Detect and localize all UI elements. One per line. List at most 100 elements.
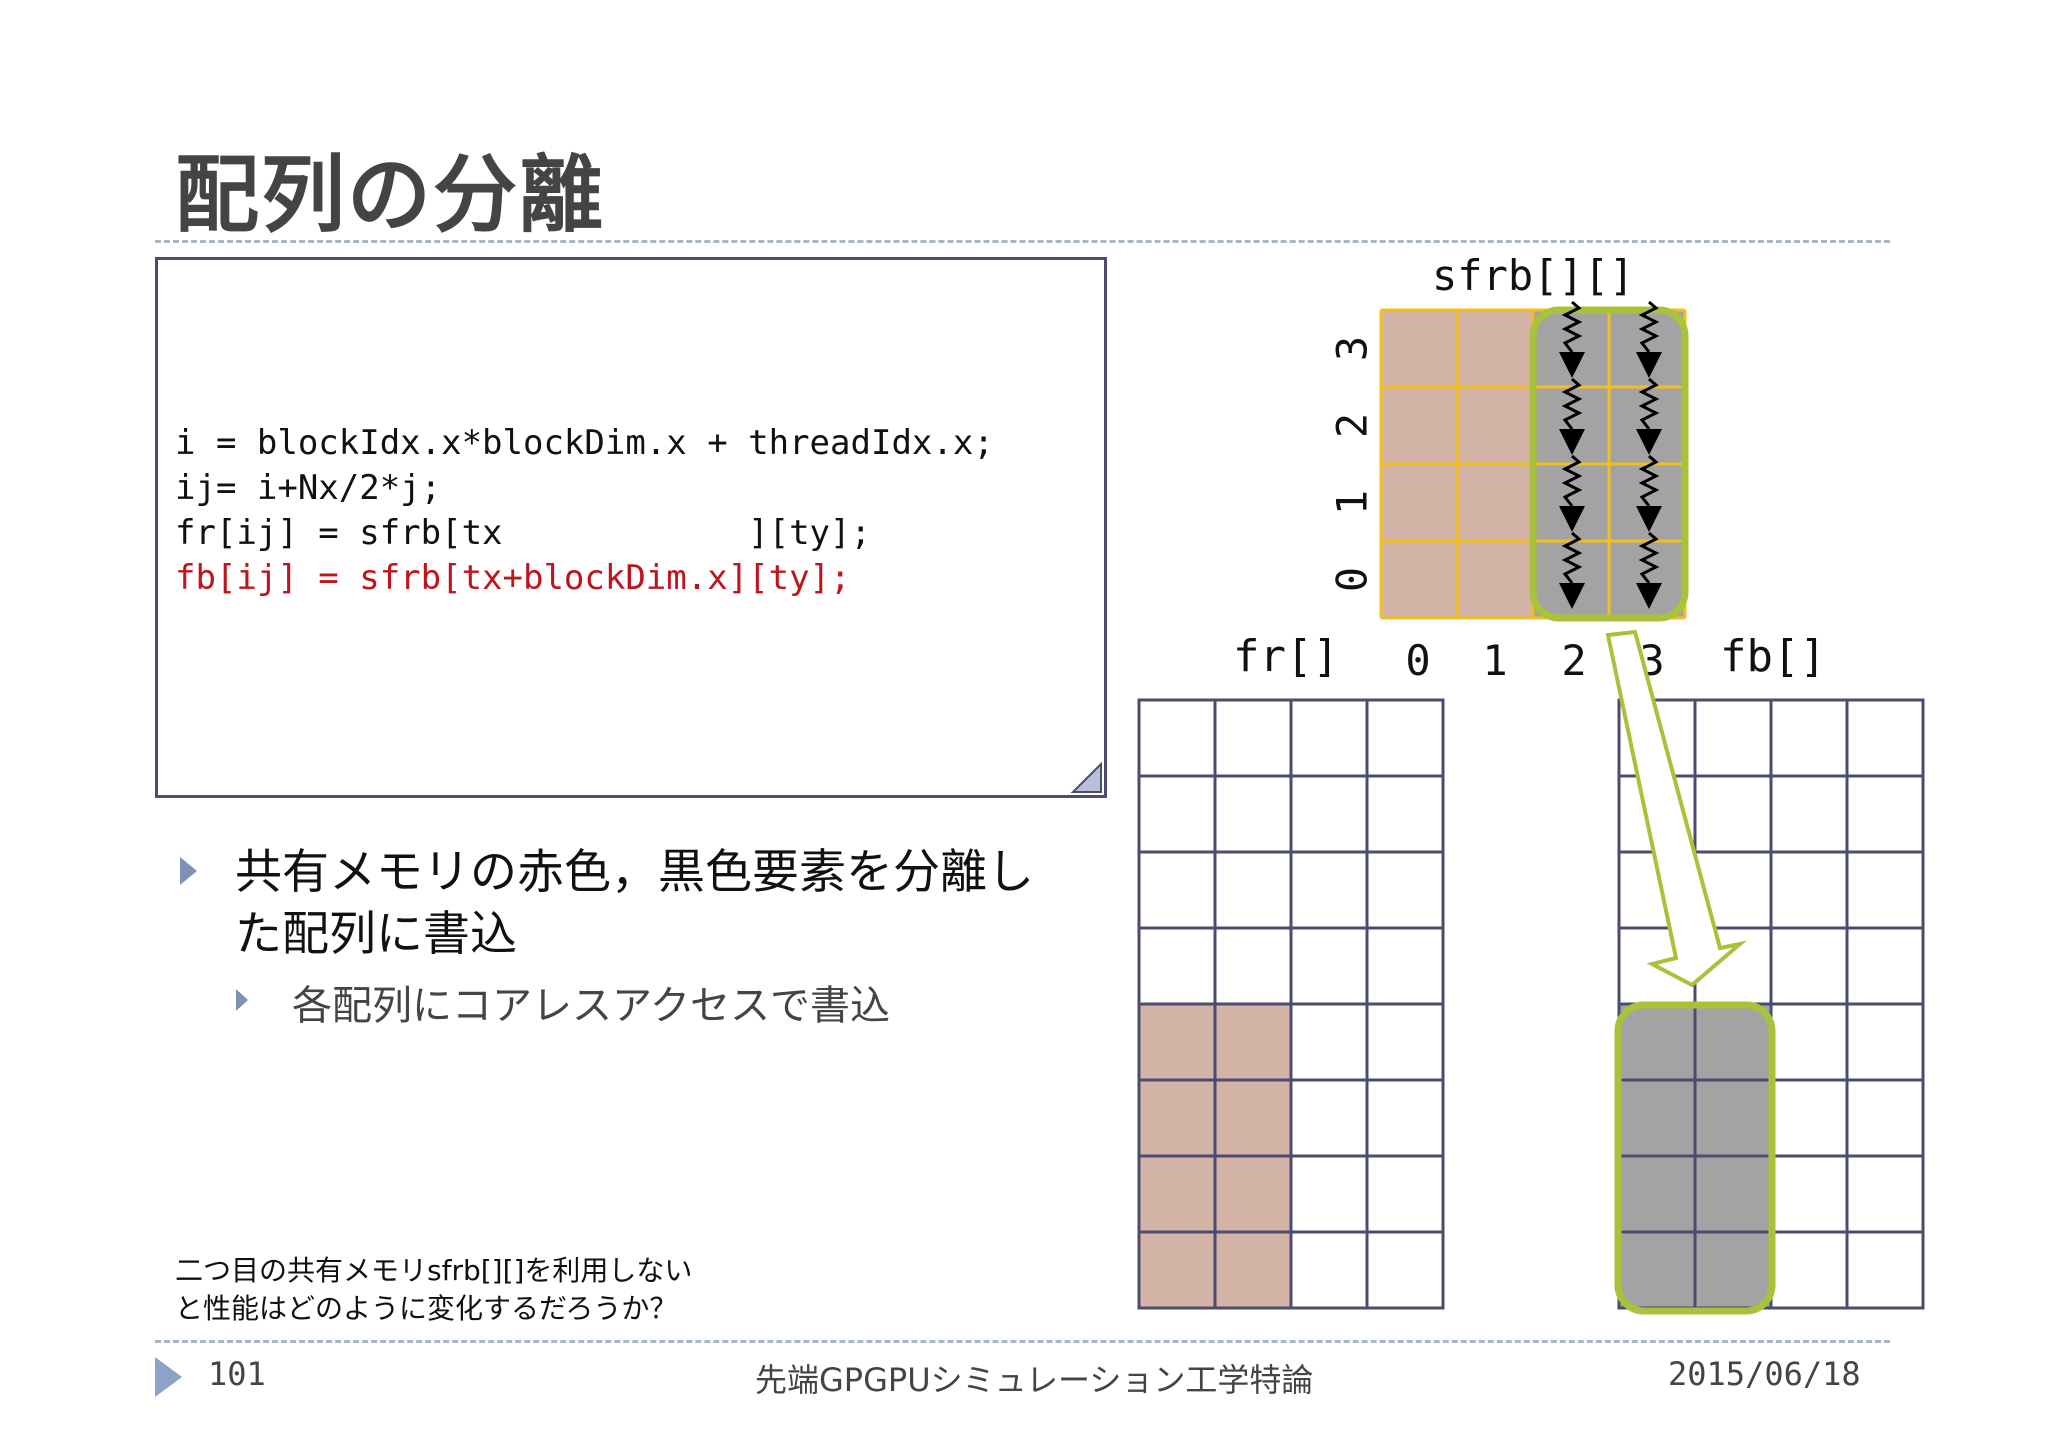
footer-date: 2015/06/18 xyxy=(1668,1355,1861,1393)
sfrb-cell xyxy=(1457,387,1533,464)
fr-cell xyxy=(1365,1230,1445,1310)
fr-cell xyxy=(1213,774,1293,854)
fr-cell xyxy=(1137,774,1217,854)
fr-cell xyxy=(1213,698,1293,778)
fr-cell xyxy=(1137,698,1217,778)
code-line-3: fr[ij] = sfrb[tx ][ty]; xyxy=(175,513,871,553)
note-line-2: と性能はどのように変化するだろうか？ xyxy=(175,1292,678,1325)
fb-cell xyxy=(1769,1230,1849,1310)
thread-access-arrowhead-icon xyxy=(1636,583,1662,609)
fb-cell xyxy=(1845,774,1925,854)
sfrb-label: sfrb[][] xyxy=(1432,251,1634,300)
fb-cell xyxy=(1693,774,1773,854)
fb-cell xyxy=(1769,774,1849,854)
fb-cell xyxy=(1693,1078,1773,1158)
code-line-2: ij= i+Nx/2*j; xyxy=(175,468,442,508)
fr-cell xyxy=(1289,926,1369,1006)
fr-cell xyxy=(1365,1078,1445,1158)
fr-cell xyxy=(1137,1078,1217,1158)
sfrb-cell xyxy=(1381,541,1457,618)
row-index-label: 3 xyxy=(1328,336,1377,361)
bullet-sub: 各配列にコアレスアクセスで書込 xyxy=(292,983,890,1029)
code-line-1: i = blockIdx.x*blockDim.x + threadIdx.x; xyxy=(175,423,994,463)
fb-cell xyxy=(1617,1230,1697,1310)
sfrb-cell xyxy=(1381,464,1457,541)
thread-access-zigzag xyxy=(1561,531,1583,584)
fr-cell xyxy=(1213,1230,1293,1310)
fr-cell xyxy=(1289,1002,1369,1082)
fr-cell xyxy=(1213,1154,1293,1234)
bullet-arrow-icon xyxy=(180,857,197,885)
fr-cell xyxy=(1289,774,1369,854)
fr-cell xyxy=(1365,1154,1445,1234)
fr-cell xyxy=(1213,850,1293,930)
fb-cell xyxy=(1769,850,1849,930)
fb-cell xyxy=(1693,698,1773,778)
code-line-4: fb[ij] = sfrb[tx+blockDim.x][ty]; xyxy=(175,558,851,598)
fb-cell xyxy=(1769,1002,1849,1082)
fr-cell xyxy=(1365,774,1445,854)
fb-cell xyxy=(1769,698,1849,778)
thread-access-arrowhead-icon xyxy=(1559,583,1585,609)
fb-black-highlight xyxy=(1614,1001,1776,1315)
row-index-label: 1 xyxy=(1328,490,1377,515)
fb-cell xyxy=(1845,1230,1925,1310)
fr-cell xyxy=(1289,850,1369,930)
fr-cell xyxy=(1213,1078,1293,1158)
sfrb-cell xyxy=(1381,310,1457,387)
fb-cell xyxy=(1617,1002,1697,1082)
fb-cell xyxy=(1693,1002,1773,1082)
col-index-label: 0 xyxy=(1405,636,1430,685)
fr-cell xyxy=(1365,926,1445,1006)
fr-cell xyxy=(1213,926,1293,1006)
fb-cell xyxy=(1845,1078,1925,1158)
fr-cell xyxy=(1289,1078,1369,1158)
thread-access-zigzag xyxy=(1561,300,1583,353)
row-index-label: 0 xyxy=(1328,567,1377,592)
thread-access-arrowhead-icon xyxy=(1559,352,1585,378)
fb-cell xyxy=(1769,926,1849,1006)
fr-cell xyxy=(1137,850,1217,930)
thread-access-zigzag xyxy=(1638,531,1660,584)
thread-access-arrowhead-icon xyxy=(1636,352,1662,378)
footer-course: 先端GPGPUシミュレーション工学特論 xyxy=(755,1361,1314,1399)
fb-cell xyxy=(1693,1230,1773,1310)
fb-cell xyxy=(1693,1154,1773,1234)
thread-access-zigzag xyxy=(1638,300,1660,353)
code-panel xyxy=(155,257,1107,798)
fr-cell xyxy=(1365,1002,1445,1082)
thread-access-arrowhead-icon xyxy=(1636,506,1662,532)
question-note: 二つ目の共有メモリsfrb[][]を利用しないと性能はどのように変化するだろうか… xyxy=(175,1252,692,1328)
thread-access-zigzag xyxy=(1561,454,1583,507)
note-line-1: 二つ目の共有メモリsfrb[][]を利用しない xyxy=(175,1254,693,1287)
sfrb-cell xyxy=(1457,541,1533,618)
fr-cell xyxy=(1289,698,1369,778)
code-listing: i = blockIdx.x*blockDim.x + threadIdx.x;… xyxy=(175,421,994,601)
fb-cell xyxy=(1845,698,1925,778)
fr-cell xyxy=(1289,1230,1369,1310)
fb-cell xyxy=(1769,1078,1849,1158)
fb-cell xyxy=(1845,1002,1925,1082)
col-index-label: 1 xyxy=(1482,636,1507,685)
sfrb-cell xyxy=(1457,310,1533,387)
title-divider xyxy=(155,240,1890,243)
thread-access-zigzag xyxy=(1638,377,1660,430)
slide-title: 配列の分離 xyxy=(175,145,606,244)
thread-access-arrowhead-icon xyxy=(1559,506,1585,532)
fr-cell xyxy=(1137,1002,1217,1082)
fb-cell xyxy=(1845,850,1925,930)
sfrb-cell xyxy=(1457,464,1533,541)
row-index-label: 2 xyxy=(1328,413,1377,438)
col-index-label: 2 xyxy=(1561,636,1586,685)
fb-cell xyxy=(1845,926,1925,1006)
fr-cell xyxy=(1213,1002,1293,1082)
fb-cell xyxy=(1845,1154,1925,1234)
bullet-main: 共有メモリの赤色，黒色要素を分離した配列に書込 xyxy=(235,842,1105,966)
fb-label: fb[] xyxy=(1720,631,1826,682)
fb-cell xyxy=(1617,1078,1697,1158)
thread-access-zigzag xyxy=(1638,454,1660,507)
page-number: 101 xyxy=(208,1355,266,1393)
bullet-main-line-2: た配列に書込 xyxy=(235,907,517,962)
fr-cell xyxy=(1137,1230,1217,1310)
